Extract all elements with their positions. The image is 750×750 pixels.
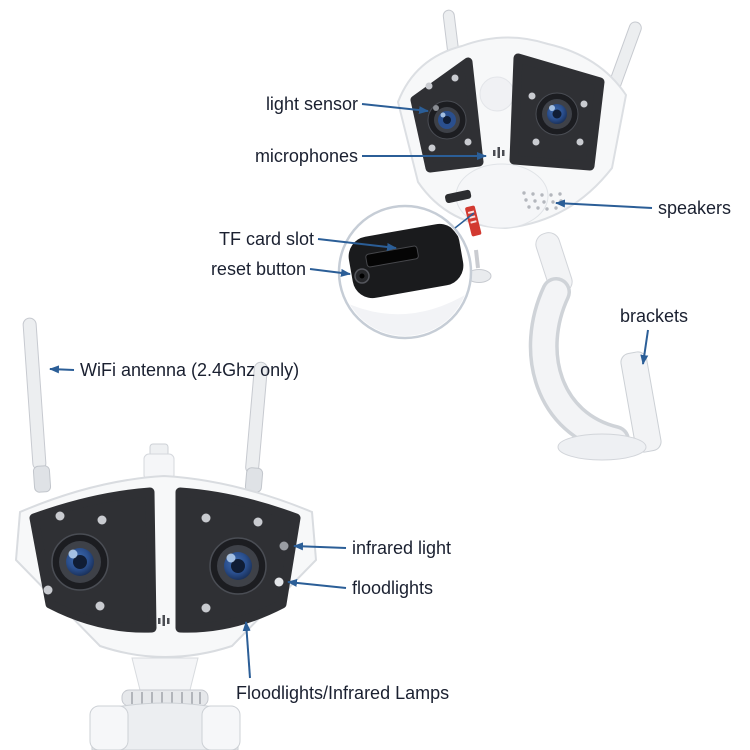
label-floodlights: floodlights — [352, 578, 434, 598]
base-bracket — [89, 702, 241, 750]
light-sensor-dot — [433, 105, 439, 111]
camera-front-view — [14, 317, 318, 750]
infrared-light-dot — [279, 541, 289, 551]
lens-right-front — [209, 537, 267, 595]
mount-bracket — [528, 232, 662, 461]
label-speakers: speakers — [658, 198, 732, 218]
callout-line-flood-ir-lamps — [242, 621, 251, 679]
led-dots-front-right — [201, 513, 289, 613]
tf-card — [465, 205, 482, 237]
label-infrared-light: infrared light — [352, 538, 452, 558]
callout-line-speakers — [555, 199, 653, 209]
label-wifi-antenna: WiFi antenna (2.4Ghz only) — [80, 360, 300, 380]
label-microphones: microphones — [254, 146, 358, 166]
label-reset-button: reset button — [210, 259, 306, 279]
label-brackets: brackets — [620, 306, 689, 326]
label-tf-card-slot: TF card slot — [218, 229, 314, 249]
label-light-sensor: light sensor — [265, 94, 358, 114]
callout-lines — [49, 103, 653, 679]
camera-angled-view — [396, 9, 662, 461]
callout-line-floodlights — [287, 578, 347, 589]
center-hub — [479, 76, 515, 112]
callout-line-wifi-antenna — [49, 365, 75, 374]
floodlight-dot — [274, 577, 284, 587]
tf-slot-opening — [445, 189, 472, 204]
callout-line-infrared — [293, 542, 347, 551]
lens-left-front — [51, 533, 109, 591]
led-dots-top-right — [528, 92, 588, 146]
callout-line-reset-button — [309, 268, 351, 277]
led-dots-front-left — [43, 511, 107, 611]
callout-line-light-sensor — [361, 103, 429, 115]
tf-slot-inset — [337, 204, 475, 340]
microphone-front-icon — [158, 615, 170, 626]
microphone-icon — [493, 147, 505, 158]
wifi-antenna-front-icon — [22, 317, 268, 493]
callout-line-brackets — [640, 329, 649, 365]
knurled-ring — [121, 689, 209, 707]
inset-leader-line — [454, 212, 475, 229]
chin-front — [131, 657, 199, 691]
led-dots-top-left — [425, 74, 472, 152]
callout-line-tf-card-slot — [317, 238, 397, 251]
label-floodlights-infrared-lamps: Floodlights/Infrared Lamps — [236, 683, 450, 703]
lens-right-top — [535, 92, 579, 136]
